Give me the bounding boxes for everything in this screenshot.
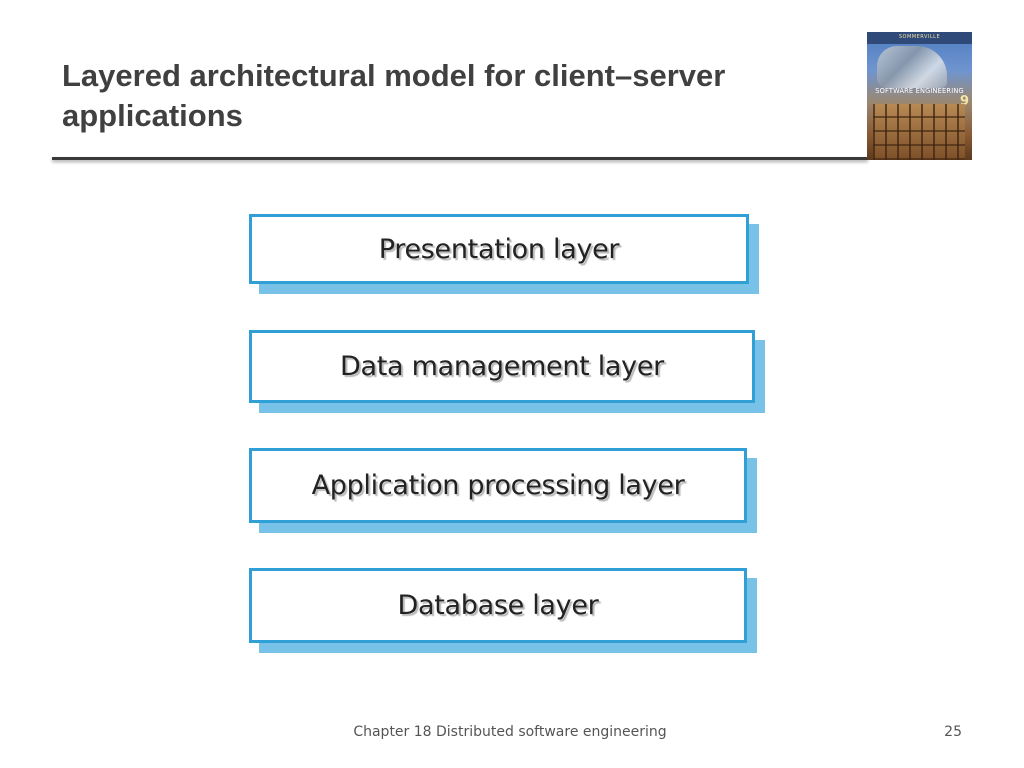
book-title: SOFTWARE ENGINEERING [875,87,964,95]
layer-box-data-management: Data management layer [249,330,755,403]
footer-chapter-text: Chapter 18 Distributed software engineer… [353,724,667,740]
cover-building-graphic [877,46,947,88]
slide-title: Layered architectural model for client–s… [62,58,726,133]
layer-label: Data management layer [340,351,664,382]
book-cover-image: SOMMERVILLE SOFTWARE ENGINEERING 9 [867,32,972,160]
title-divider [52,157,868,160]
book-edition: 9 [959,94,969,109]
layer-label: Presentation layer [378,233,620,265]
layer-box-presentation: Presentation layer [249,214,749,284]
cover-top-band [867,32,972,44]
book-author: SOMMERVILLE [898,34,941,40]
cover-scaffold-graphic [873,104,965,160]
layer-label: Application processing layer [311,470,685,501]
page-number: 25 [944,724,962,740]
layer-label: Database layer [397,590,599,621]
layer-box-application-processing: Application processing layer [249,448,747,523]
layer-box-database: Database layer [249,568,747,643]
